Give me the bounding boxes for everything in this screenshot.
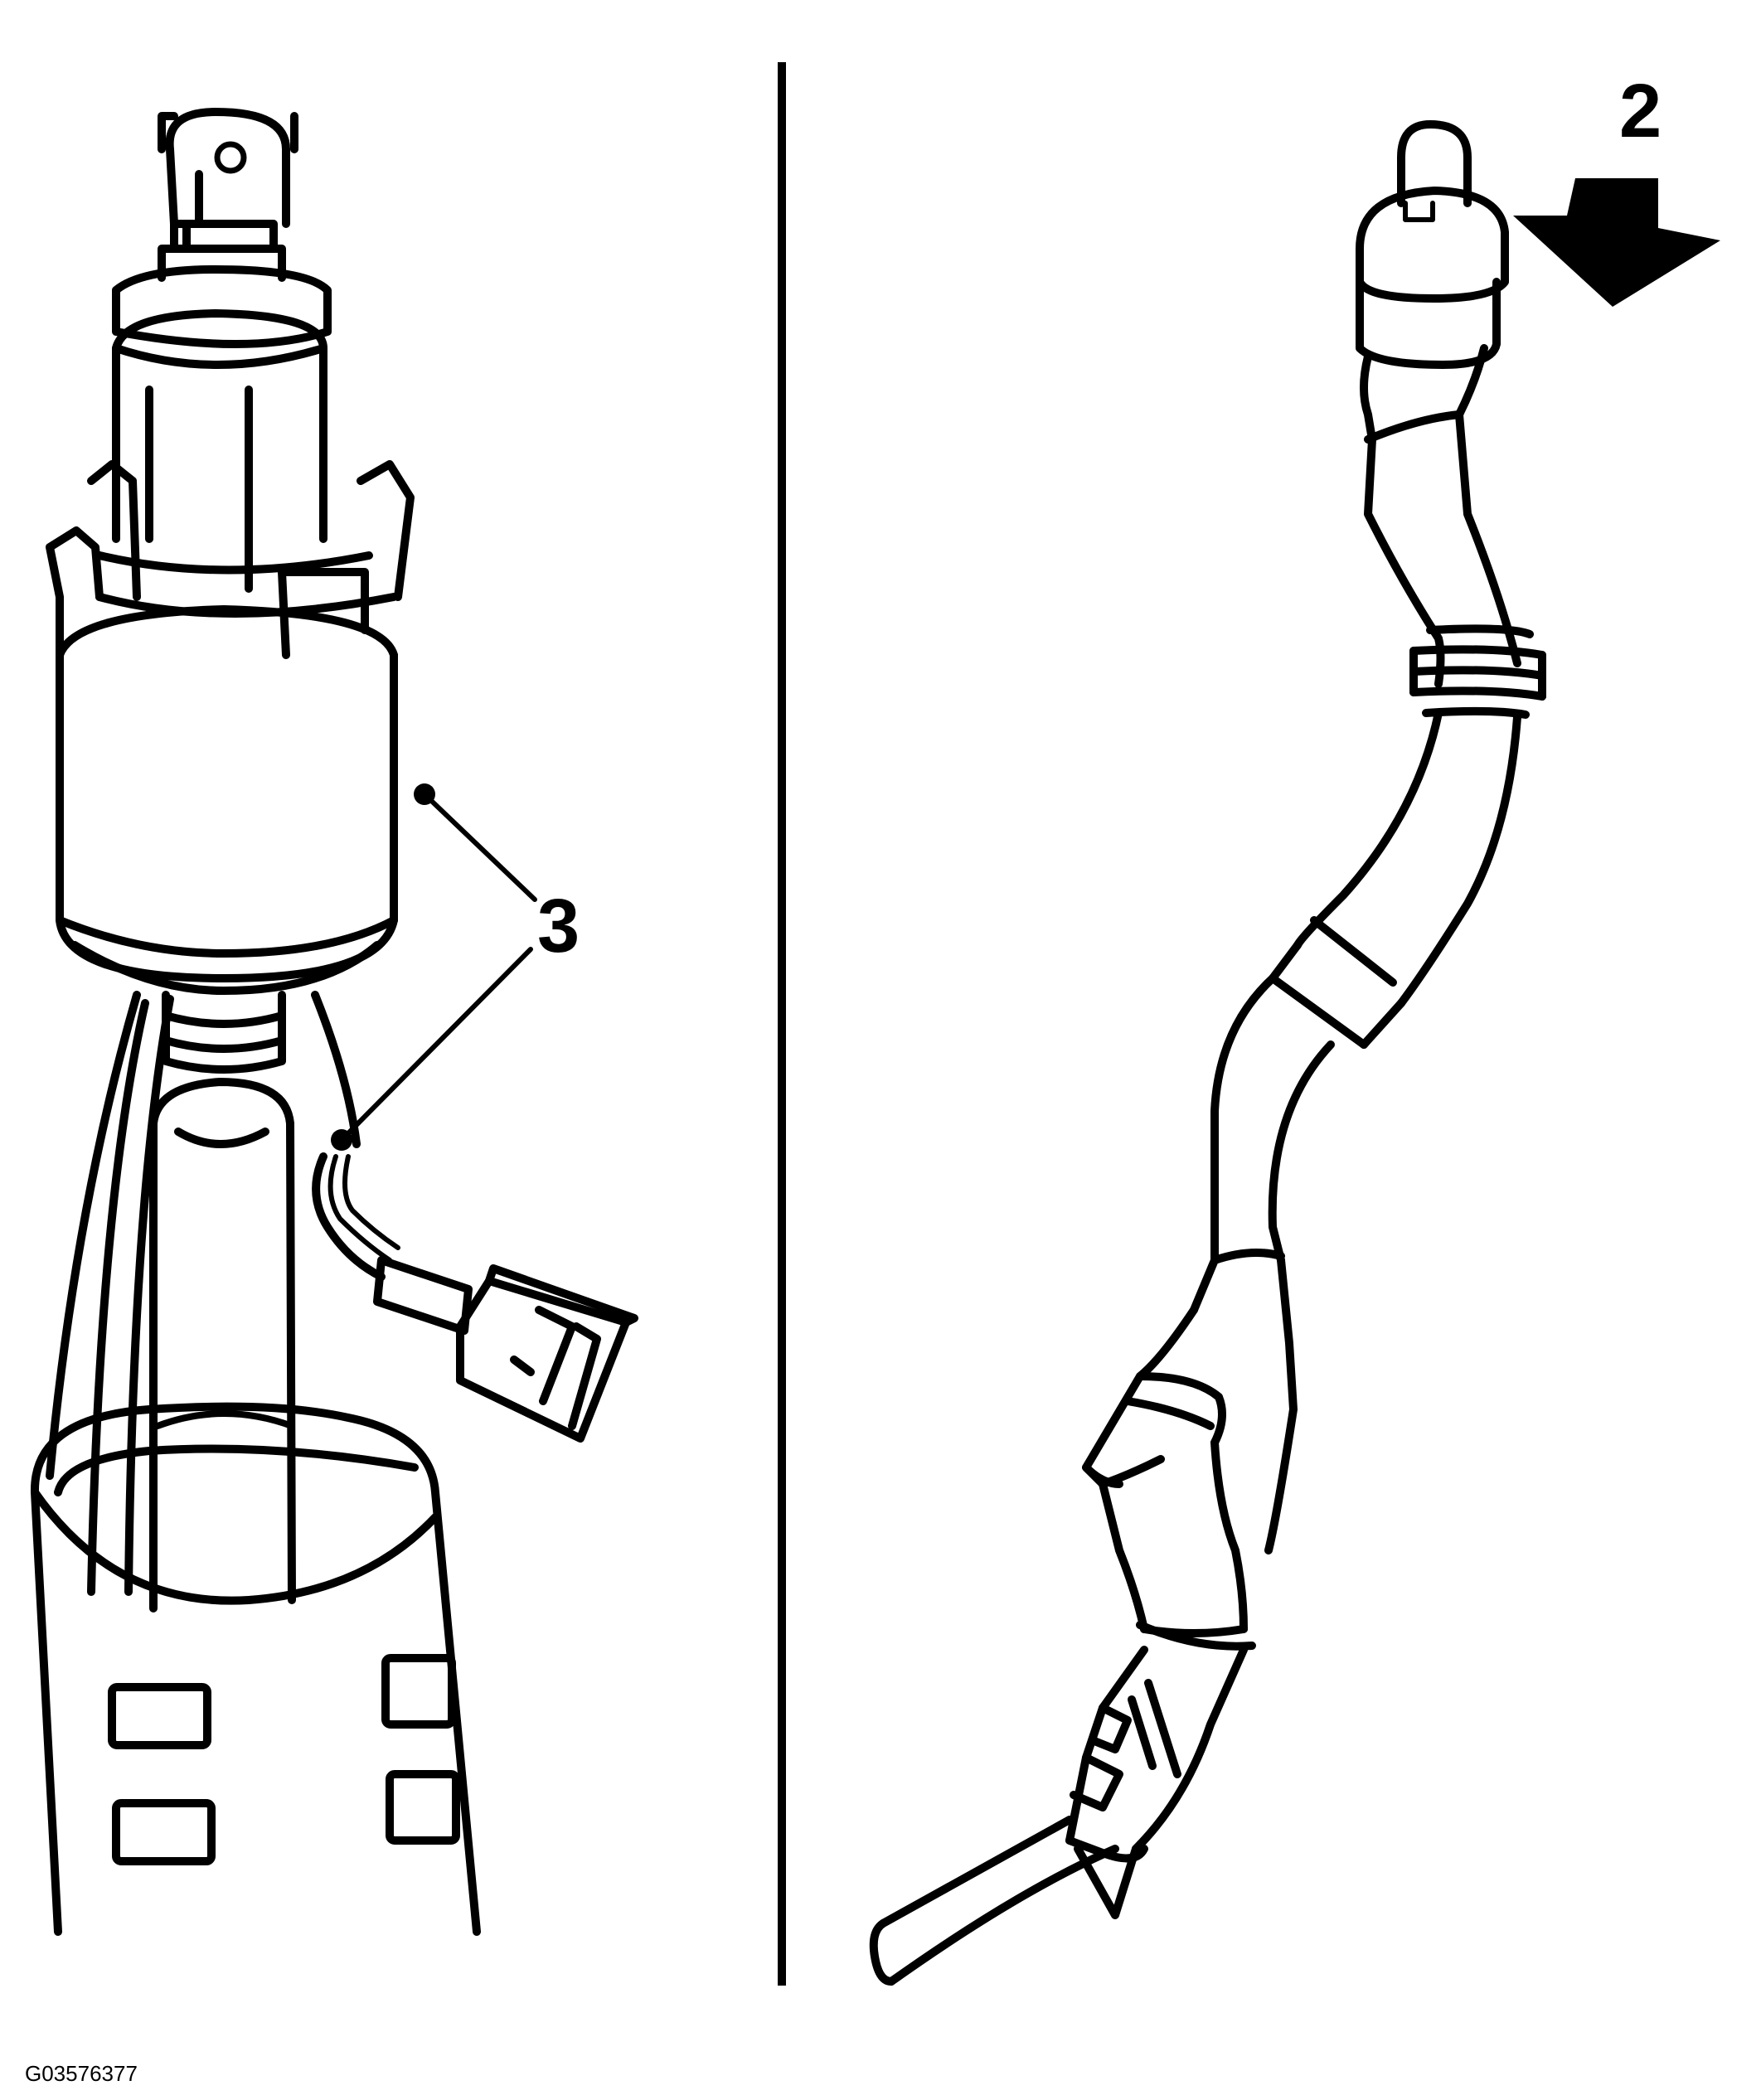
callout-3-dot-lower xyxy=(331,1129,352,1151)
callout-2-label: 2 xyxy=(1619,69,1662,153)
callout-3-dot-upper xyxy=(414,783,435,805)
support-rods xyxy=(46,991,361,1596)
hose-middle-section xyxy=(1269,709,1521,1049)
figure-id: G03576377 xyxy=(25,2061,138,2086)
callout-3-label: 3 xyxy=(537,884,580,968)
pump-outlet-fitting xyxy=(112,108,332,593)
hose-upper-section xyxy=(1360,344,1521,688)
inner-tube xyxy=(149,1078,296,1613)
hose-lower-section xyxy=(1190,974,1335,1554)
harness-connector xyxy=(456,1264,638,1443)
hose-tail xyxy=(869,1816,1119,1986)
callout-3-leaders xyxy=(339,792,537,1142)
callout-2-arrow xyxy=(1513,178,1720,307)
left-panel-pump-assembly xyxy=(30,108,638,1936)
sensor-float-body xyxy=(1082,1306,1256,1651)
pump-motor-body xyxy=(46,460,415,995)
right-panel-sensor-hose xyxy=(869,120,1720,1986)
pump-inlet-threads xyxy=(162,991,286,1074)
